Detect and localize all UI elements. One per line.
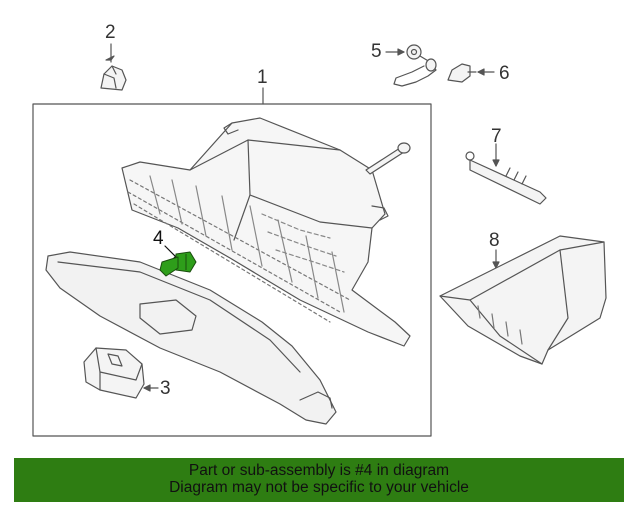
- glove-box-door: [45, 251, 337, 425]
- hinge-clip-part-5: [385, 44, 437, 87]
- glove-box-bin: [121, 117, 411, 347]
- screw-part-4-highlighted: [159, 251, 197, 277]
- banner-line-disclaimer: Diagram may not be specific to your vehi…: [169, 479, 469, 496]
- callout-5: 5: [371, 41, 382, 62]
- hinge-pin: [365, 142, 411, 175]
- callout-8: 8: [489, 230, 500, 251]
- latch-part-3: [83, 347, 159, 399]
- callout-1: 1: [257, 67, 268, 88]
- callout-4: 4: [153, 228, 164, 249]
- banner-line-part: Part or sub-assembly is #4 in diagram: [188, 462, 450, 479]
- callout-7: 7: [491, 126, 502, 147]
- damper-rod-part-7: [465, 143, 547, 205]
- info-banner: Part or sub-assembly is #4 in diagram Di…: [14, 458, 624, 502]
- callout-6: 6: [499, 63, 510, 84]
- storage-tray-part-8: [439, 235, 607, 365]
- callout-2: 2: [105, 22, 116, 43]
- parts-diagram: [32, 43, 607, 437]
- bumper-cap-part-2: [100, 43, 127, 91]
- callout-3: 3: [160, 378, 171, 399]
- push-pin-part-6: [447, 63, 495, 83]
